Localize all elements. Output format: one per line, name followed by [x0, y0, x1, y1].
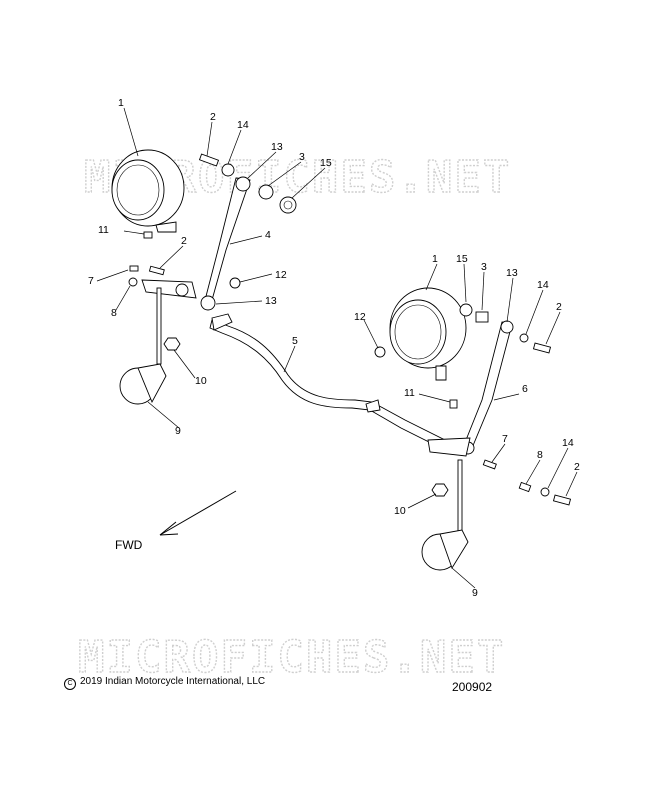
callout-2-lower-right: 2	[574, 461, 580, 473]
callout-12-left: 12	[275, 269, 287, 281]
copyright-notice: C 2019 Indian Motorcycle International, L…	[64, 676, 265, 690]
left-mount-plate	[141, 279, 197, 299]
callout-6: 6	[522, 383, 528, 395]
callout-11-left: 11	[98, 224, 109, 236]
callout-9-left: 9	[175, 425, 181, 437]
callout-13-left: 13	[265, 295, 277, 307]
left-turn-signal	[119, 287, 167, 405]
right-turn-signal	[421, 459, 469, 571]
callout-14-right: 14	[537, 279, 549, 291]
right-hardware	[374, 303, 572, 506]
callout-1-left: 1	[118, 97, 124, 109]
right-headlamp	[389, 287, 467, 381]
copyright-symbol-icon: C	[64, 678, 76, 690]
callout-2-top: 2	[210, 111, 216, 123]
callout-14-lower-right: 14	[562, 437, 574, 449]
callouts: 1 2 14 13 3 15 4 11 2 7 8 12 13 10 9 5 1…	[88, 97, 580, 599]
callout-4: 4	[265, 229, 271, 241]
left-bracket	[200, 176, 251, 311]
figure-number: 200902	[452, 680, 493, 694]
callout-3-right: 3	[481, 261, 487, 273]
callout-2-left: 2	[181, 235, 187, 247]
callout-13-top: 13	[271, 141, 283, 153]
callout-8-left: 8	[111, 307, 117, 319]
callout-2-right: 2	[556, 301, 562, 313]
callout-15-right: 15	[456, 253, 468, 265]
callout-12-right: 12	[354, 311, 366, 323]
left-hardware	[128, 153, 297, 351]
callout-7-right: 7	[502, 433, 508, 445]
callout-10-left: 10	[195, 375, 207, 387]
callout-14-top: 14	[237, 119, 249, 131]
callout-9-right: 9	[472, 587, 478, 599]
watermark-bottom: MICROFICHES.NET	[78, 632, 505, 683]
cross-bar	[209, 313, 450, 449]
right-bracket	[427, 320, 514, 457]
callout-5: 5	[292, 335, 298, 347]
callout-10-right: 10	[394, 505, 406, 517]
callout-3-top: 3	[299, 151, 305, 163]
fwd-label: FWD	[115, 538, 143, 552]
callout-13-right: 13	[506, 267, 518, 279]
callout-1-right: 1	[432, 253, 438, 265]
callout-15-top: 15	[320, 157, 332, 169]
left-headlamp	[111, 149, 185, 233]
leader-lines	[96, 107, 578, 589]
copyright-text: 2019 Indian Motorcycle International, LL…	[80, 676, 266, 687]
callout-7-left: 7	[88, 275, 94, 287]
callout-8-right: 8	[537, 449, 543, 461]
fwd-arrow	[159, 490, 237, 536]
callout-11-right: 11	[404, 387, 415, 399]
